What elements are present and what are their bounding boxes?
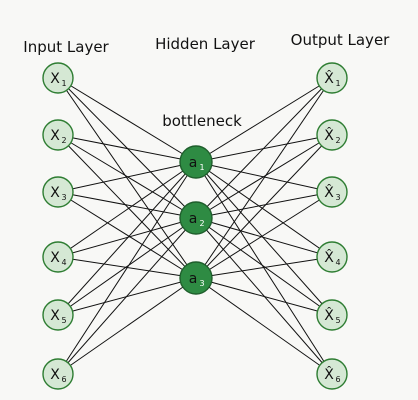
output-node-xhat1-symbol: X̂ xyxy=(324,70,334,87)
edge-x3-a3 xyxy=(57,191,197,279)
edge-a3-xhat4 xyxy=(195,256,333,279)
output-layer-label: Output Layer xyxy=(291,31,391,49)
edge-a1-xhat1 xyxy=(195,77,333,163)
edge-a3-xhat5 xyxy=(195,277,333,316)
output-node-xhat6: X̂6 xyxy=(316,358,348,390)
edge-x4-a2 xyxy=(57,217,197,258)
output-node-xhat5-symbol: X̂ xyxy=(324,307,334,324)
edge-a2-xhat2 xyxy=(195,134,333,219)
output-node-xhat2-circle xyxy=(316,119,348,151)
edge-x6-a3 xyxy=(57,277,197,375)
edge-a2-xhat1 xyxy=(195,77,333,219)
output-node-xhat5-circle xyxy=(316,299,348,331)
edge-x3-a2 xyxy=(57,191,197,219)
input-node-x5-circle xyxy=(42,299,74,331)
output-node-xhat1-circle xyxy=(316,62,348,94)
input-node-x4-circle xyxy=(42,241,74,273)
output-node-xhat3-symbol: X̂ xyxy=(324,184,334,201)
output-node-xhat4-subscript: 4 xyxy=(335,258,340,267)
edge-a3-xhat1 xyxy=(195,77,333,279)
input-node-x4-symbol: X xyxy=(50,250,60,266)
edge-a1-xhat4 xyxy=(195,161,333,258)
hidden-node-a3-circle xyxy=(179,261,213,295)
input-node-x1-subscript: 1 xyxy=(61,79,66,88)
input-node-x4-subscript: 4 xyxy=(61,258,66,267)
edge-x2-a1 xyxy=(57,134,197,163)
edge-x1-a3 xyxy=(57,77,197,279)
edge-x5-a1 xyxy=(57,161,197,316)
output-node-xhat6-symbol: X̂ xyxy=(324,366,334,383)
edge-a3-xhat3 xyxy=(195,191,333,279)
edge-x2-a3 xyxy=(57,134,197,279)
edge-a2-xhat5 xyxy=(195,217,333,316)
hidden-node-a1-subscript: 1 xyxy=(199,163,204,172)
hidden-node-a2-symbol: a xyxy=(189,211,198,227)
hidden-node-a2-circle xyxy=(179,201,213,235)
output-node-xhat2: X̂2 xyxy=(316,119,348,151)
output-node-xhat4-circle xyxy=(316,241,348,273)
edge-a1-xhat5 xyxy=(195,161,333,316)
hidden-node-a1-circle xyxy=(179,145,213,179)
hidden-node-a2-subscript: 2 xyxy=(199,219,204,228)
output-node-xhat1-subscript: 1 xyxy=(335,79,340,88)
output-node-xhat6-subscript: 6 xyxy=(335,375,340,384)
edge-x1-a1 xyxy=(57,77,197,163)
connections xyxy=(57,77,333,375)
input-node-x6-subscript: 6 xyxy=(61,375,66,384)
output-node-xhat1: X̂1 xyxy=(316,62,348,94)
hidden-node-a3-subscript: 3 xyxy=(199,279,204,288)
edge-a3-xhat2 xyxy=(195,134,333,279)
input-node-x3-circle xyxy=(42,176,74,208)
input-node-x1-symbol: X xyxy=(50,71,60,87)
edge-x3-a1 xyxy=(57,161,197,193)
output-node-xhat2-subscript: 2 xyxy=(335,136,340,145)
hidden-node-a3-symbol: a xyxy=(189,271,198,287)
input-node-x5-symbol: X xyxy=(50,308,60,324)
input-node-x2-subscript: 2 xyxy=(61,136,66,145)
input-node-x6-symbol: X xyxy=(50,367,60,383)
output-node-xhat3-circle xyxy=(316,176,348,208)
input-node-x2-circle xyxy=(42,119,74,151)
hidden-layer-label: Hidden Layer xyxy=(155,35,256,53)
output-node-xhat6-circle xyxy=(316,358,348,390)
output-node-xhat2-symbol: X̂ xyxy=(324,127,334,144)
input-node-x5-subscript: 5 xyxy=(61,316,66,325)
output-node-xhat4: X̂4 xyxy=(316,241,348,273)
input-node-x3-symbol: X xyxy=(50,185,60,201)
edge-x5-a2 xyxy=(57,217,197,316)
input-node-x1-circle xyxy=(42,62,74,94)
edge-x6-a1 xyxy=(57,161,197,375)
output-node-xhat3: X̂3 xyxy=(316,176,348,208)
output-node-xhat4-symbol: X̂ xyxy=(324,249,334,266)
edge-a3-xhat6 xyxy=(195,277,333,375)
output-node-xhat5-subscript: 5 xyxy=(335,316,340,325)
input-node-x3-subscript: 3 xyxy=(61,193,66,202)
bottleneck-label: bottleneck xyxy=(162,112,242,130)
edge-x4-a1 xyxy=(57,161,197,258)
edge-a2-xhat3 xyxy=(195,191,333,219)
output-node-xhat5: X̂5 xyxy=(316,299,348,331)
edge-a2-xhat4 xyxy=(195,217,333,258)
input-node-x2-symbol: X xyxy=(50,128,60,144)
hidden-node-a1-symbol: a xyxy=(189,155,198,171)
edge-x6-a2 xyxy=(57,217,197,375)
output-node-xhat3-subscript: 3 xyxy=(335,193,340,202)
input-node-x6-circle xyxy=(42,358,74,390)
input-layer-label: Input Layer xyxy=(23,38,109,56)
